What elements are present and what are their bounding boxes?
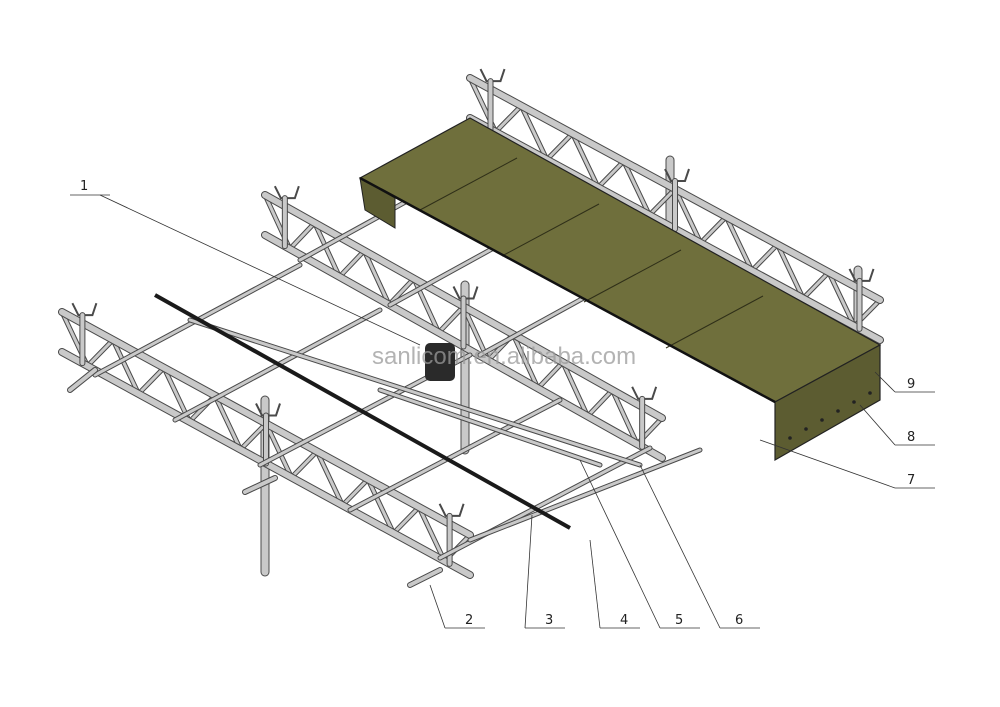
panel-seam xyxy=(501,203,600,257)
truss-diagonal xyxy=(586,388,614,418)
rivet xyxy=(836,409,840,413)
truss-diagonal xyxy=(494,104,523,134)
motor-icon xyxy=(425,343,455,381)
truss-diagonal xyxy=(437,305,465,335)
truss-diagonal xyxy=(86,338,115,368)
black-drive-bar xyxy=(154,293,571,530)
rivet xyxy=(804,427,808,431)
truss-diagonal xyxy=(362,249,391,307)
truss-diagonal xyxy=(647,187,677,217)
leader-line xyxy=(99,194,421,346)
callout-label: 5 xyxy=(675,613,683,628)
leader-line xyxy=(639,464,721,629)
panel-seam xyxy=(419,157,518,211)
truss-diagonal xyxy=(511,332,540,390)
truss-diagonal xyxy=(536,360,565,390)
truss-diagonal xyxy=(392,505,421,535)
front-truss xyxy=(58,302,474,579)
callout-label: 6 xyxy=(735,613,743,628)
rivet xyxy=(820,418,824,422)
callout-label: 4 xyxy=(620,613,628,628)
truss-diagonal xyxy=(288,221,317,251)
rivet xyxy=(868,391,872,395)
truss-diagonal xyxy=(137,366,166,396)
truss-diagonal xyxy=(827,270,856,328)
rail xyxy=(378,388,602,467)
truss-diagonal xyxy=(596,159,626,189)
truss-frames xyxy=(58,68,884,579)
arm xyxy=(408,568,442,587)
truss-diagonal xyxy=(213,394,242,452)
rivet xyxy=(788,436,792,440)
rail xyxy=(188,318,642,467)
truss-diagonal xyxy=(724,215,754,273)
truss-diagonal xyxy=(264,422,293,479)
arm xyxy=(68,368,97,392)
arm xyxy=(243,476,277,494)
truss-diagonal xyxy=(290,449,319,479)
callout-label: 1 xyxy=(80,179,88,194)
truss-diagonal xyxy=(801,270,831,300)
truss-diagonal xyxy=(561,360,590,418)
truss-diagonal xyxy=(610,388,639,446)
callout-label: 2 xyxy=(465,613,473,628)
truss-diagonal xyxy=(519,104,549,162)
cross-bar xyxy=(348,398,562,512)
truss-diagonal xyxy=(387,277,416,307)
leader-line xyxy=(859,404,896,446)
callout-leaders: 1 2 3 4 5 6 7 8 9 xyxy=(70,179,935,629)
back-truss xyxy=(466,68,884,344)
leader-line xyxy=(874,371,896,393)
callout-label: 9 xyxy=(907,377,915,392)
leader-line xyxy=(589,539,601,629)
leader-line xyxy=(429,584,446,629)
leader-line xyxy=(759,439,896,489)
panel-seam xyxy=(665,295,764,349)
leader-line xyxy=(579,459,661,629)
callout-label: 7 xyxy=(907,473,915,488)
rail xyxy=(468,448,702,542)
truss-diagonal xyxy=(776,243,805,300)
watermark: sanlicom.en.alibaba.com xyxy=(372,343,636,370)
truss-diagonal xyxy=(750,243,779,273)
truss-diagonal xyxy=(417,505,446,563)
cover-edge xyxy=(359,176,776,404)
middle-truss xyxy=(261,185,666,462)
truss-diagonal xyxy=(366,477,395,535)
truss-diagonal xyxy=(239,422,268,452)
truss-diagonal xyxy=(337,249,366,279)
truss-diagonal xyxy=(111,338,140,396)
truss-diagonal xyxy=(341,477,370,507)
leader-line xyxy=(524,514,533,629)
truss-diagonal xyxy=(315,449,344,507)
cover-front-face xyxy=(774,343,881,462)
callout-label: 8 xyxy=(907,430,915,445)
truss-diagonal xyxy=(622,159,651,217)
cover-panel xyxy=(358,117,882,462)
truss-diagonal xyxy=(699,215,728,245)
truss-diagonal xyxy=(545,132,574,162)
truss-diagonal xyxy=(313,221,341,279)
cross-bars xyxy=(67,147,703,588)
rivet xyxy=(852,400,856,404)
truss-diagonal xyxy=(571,132,600,189)
panel-seam xyxy=(583,249,682,303)
callout-label: 3 xyxy=(545,613,553,628)
truss-diagonal xyxy=(673,187,703,245)
